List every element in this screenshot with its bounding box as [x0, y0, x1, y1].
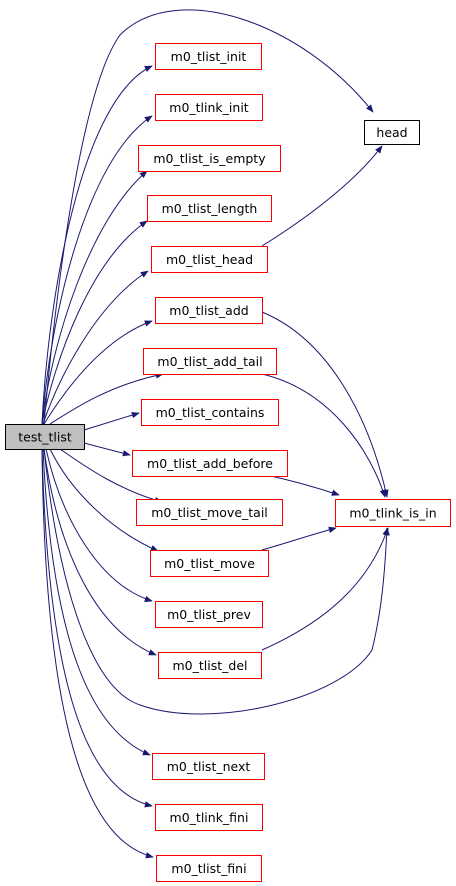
edge-test-tlist-to-m0-tlist-move: [49, 448, 159, 552]
edge-m0-tlist-add-before-to-m0-tlink-is-in: [261, 473, 340, 496]
node-label: head: [376, 125, 407, 140]
node-m0-tlist-add[interactable]: m0_tlist_add: [155, 297, 263, 324]
node-box: [155, 43, 262, 70]
call-edges: [41, 9, 390, 859]
edge-test-tlist-to-m0-tlist-length: [41, 220, 148, 425]
node-box: [158, 652, 262, 679]
edge-test-tlist-to-m0-tlist-is-empty: [41, 170, 148, 425]
edge-m0-tlist-head-to-head: [261, 145, 383, 247]
node-label: test_tlist: [18, 430, 72, 445]
edge-test-tlist-to-head: [43, 9, 374, 425]
node-m0-tlist-prev[interactable]: m0_tlist_prev: [155, 601, 263, 628]
node-box: [132, 450, 288, 477]
edge-test-tlist-to-m0-tlist-add-before: [83, 442, 131, 457]
node-label: m0_tlist_add_before: [147, 456, 273, 471]
node-label: m0_tlist_prev: [167, 607, 251, 622]
edge-m0-tlist-add-tail-to-m0-tlink-is-in: [261, 373, 386, 498]
node-label: m0_tlist_length: [162, 201, 258, 216]
node-box: [335, 499, 451, 527]
node-m0-tlist-is-empty[interactable]: m0_tlist_is_empty: [138, 145, 281, 172]
node-box: [152, 753, 265, 780]
node-label: m0_tlink_init: [169, 100, 249, 115]
edge-test-tlist-to-m0-tlink-is-in: [43, 448, 390, 715]
edge-test-tlist-to-m0-tlist-add-tail: [49, 372, 164, 425]
node-box: [155, 297, 263, 324]
node-box: [150, 550, 269, 577]
edge-test-tlist-to-m0-tlist-init: [41, 65, 153, 425]
node-box: [155, 94, 263, 121]
node-m0-tlist-move[interactable]: m0_tlist_move: [150, 550, 269, 577]
node-box: [155, 804, 263, 831]
node-label: m0_tlist_contains: [156, 405, 265, 420]
node-box: [147, 195, 272, 222]
node-m0-tlist-contains[interactable]: m0_tlist_contains: [141, 399, 279, 426]
edge-test-tlist-to-m0-tlist-move-tail: [59, 448, 163, 504]
node-m0-tlink-init[interactable]: m0_tlink_init: [155, 94, 263, 121]
node-box: [143, 348, 277, 375]
edge-m0-tlist-add-to-m0-tlink-is-in: [261, 311, 389, 498]
node-m0-tlink-is-in[interactable]: m0_tlink_is_in: [335, 499, 451, 527]
function-nodes: test_tlist m0_tlist_init m0_tlink_init m0_t…: [5, 43, 451, 882]
node-box: [155, 601, 263, 628]
node-label: m0_tlist_head: [166, 252, 253, 267]
node-test-tlist[interactable]: test_tlist: [5, 424, 85, 450]
edge-test-tlist-to-m0-tlist-next: [42, 448, 151, 756]
edge-test-tlist-to-m0-tlist-head: [42, 270, 149, 425]
node-box: [151, 246, 268, 273]
node-m0-tlist-head[interactable]: m0_tlist_head: [151, 246, 268, 273]
edge-m0-tlist-del-to-m0-tlink-is-in: [261, 527, 389, 651]
node-box: [136, 499, 283, 526]
node-label: m0_tlist_move_tail: [151, 505, 268, 520]
node-label: m0_tlist_del: [173, 658, 248, 673]
node-m0-tlist-move-tail[interactable]: m0_tlist_move_tail: [136, 499, 283, 526]
node-label: m0_tlist_fini: [171, 861, 246, 876]
edge-test-tlist-to-m0-tlist-contains: [83, 412, 140, 431]
node-m0-tlist-del[interactable]: m0_tlist_del: [158, 652, 262, 679]
node-box: [364, 120, 420, 145]
node-box: [138, 145, 281, 172]
node-m0-tlist-length[interactable]: m0_tlist_length: [147, 195, 272, 222]
node-label: m0_tlist_move: [164, 556, 255, 571]
node-label: m0_tlist_init: [171, 49, 247, 64]
edge-test-tlist-to-m0-tlist-prev: [45, 448, 153, 602]
edge-test-tlist-to-m0-tlist-add: [43, 320, 153, 425]
node-m0-tlist-add-tail[interactable]: m0_tlist_add_tail: [143, 348, 277, 375]
node-head[interactable]: head: [364, 120, 420, 145]
node-label: m0_tlist_add: [169, 303, 248, 318]
edge-m0-tlist-move-to-m0-tlink-is-in: [261, 526, 337, 551]
node-box: [141, 399, 279, 426]
node-m0-tlist-add-before[interactable]: m0_tlist_add_before: [132, 450, 288, 477]
edge-test-tlist-to-m0-tlist-del: [43, 448, 157, 656]
edge-test-tlist-to-m0-tlink-init: [41, 115, 153, 425]
node-label: m0_tlist_is_empty: [153, 151, 266, 166]
node-m0-tlist-init[interactable]: m0_tlist_init: [155, 43, 262, 70]
node-label: m0_tlink_fini: [170, 810, 249, 825]
node-label: m0_tlist_next: [167, 759, 251, 774]
node-label: m0_tlink_is_in: [349, 506, 436, 521]
edge-test-tlist-to-m0-tlist-fini: [41, 448, 154, 859]
node-m0-tlist-fini[interactable]: m0_tlist_fini: [156, 855, 262, 882]
node-box: [156, 855, 262, 882]
edge-test-tlist-to-m0-tlink-fini: [41, 448, 153, 808]
node-label: m0_tlist_add_tail: [157, 354, 262, 369]
node-m0-tlist-next[interactable]: m0_tlist_next: [152, 753, 265, 780]
node-box: [5, 424, 85, 450]
node-m0-tlink-fini[interactable]: m0_tlink_fini: [155, 804, 263, 831]
